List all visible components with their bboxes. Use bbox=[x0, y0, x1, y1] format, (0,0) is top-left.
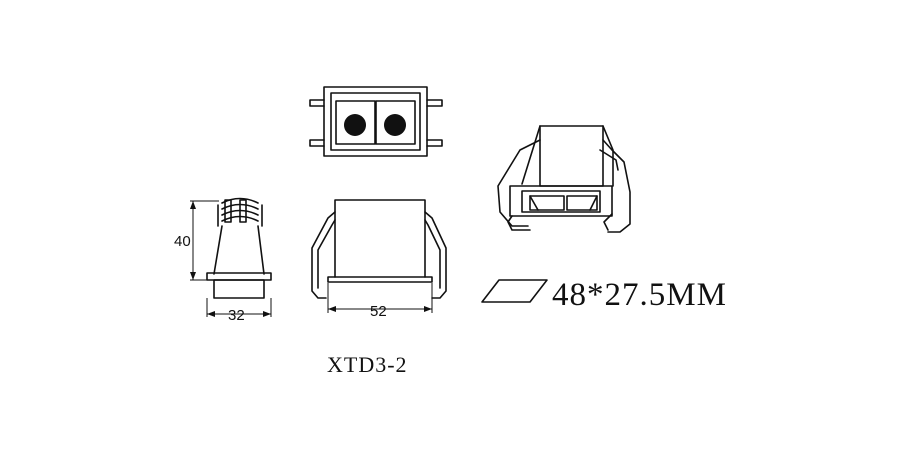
lens-left bbox=[344, 114, 366, 136]
lens-right bbox=[384, 114, 406, 136]
top-view bbox=[309, 86, 443, 157]
side-width-label: 32 bbox=[228, 307, 245, 324]
front-view: 52 bbox=[311, 199, 447, 320]
perspective-view bbox=[497, 125, 631, 233]
model-number: XTD3-2 bbox=[327, 352, 408, 377]
cutout-spec: 48*27.5MM bbox=[481, 277, 727, 313]
side-view: 40 32 bbox=[174, 197, 272, 324]
side-height-label: 40 bbox=[174, 233, 191, 250]
cutout-size-label: 48*27.5MM bbox=[552, 277, 727, 313]
front-width-label: 52 bbox=[370, 303, 387, 320]
